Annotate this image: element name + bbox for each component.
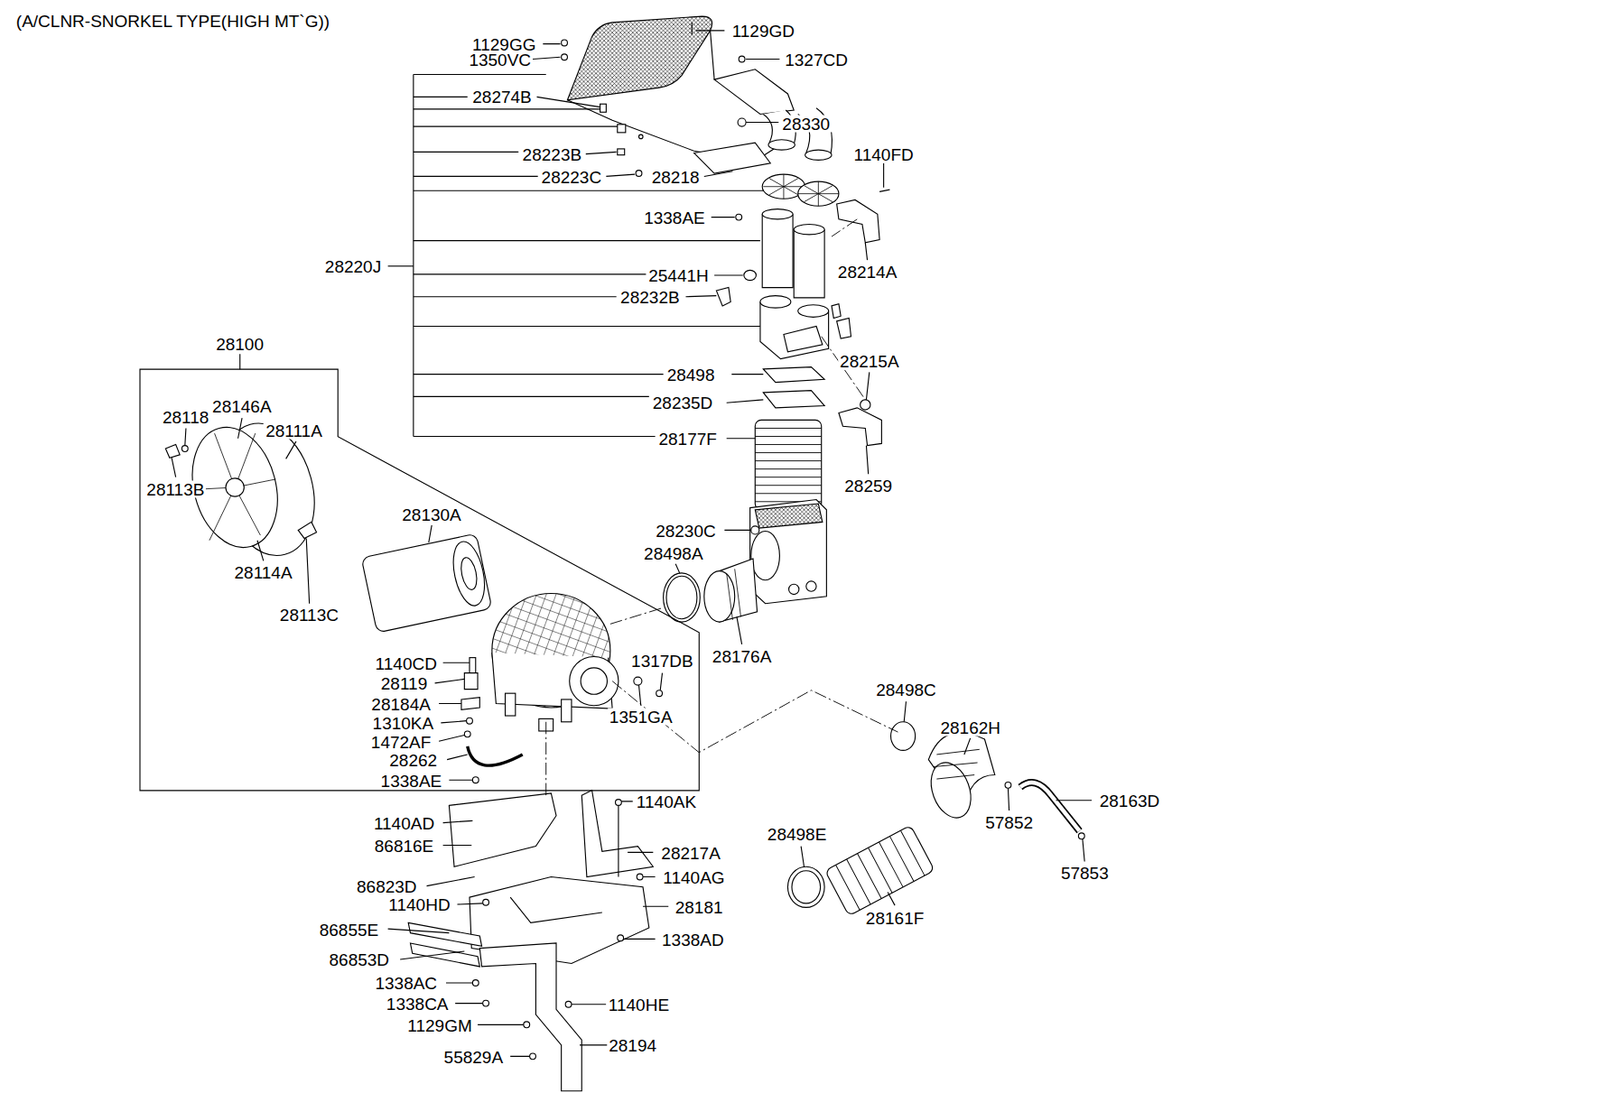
callout-number: 1472AF — [369, 733, 434, 751]
callout-number: 1140CD — [373, 654, 439, 672]
callout-number: 55829A — [442, 1048, 506, 1066]
callout-number: 28161F — [864, 910, 926, 928]
callout-number: 28111A — [263, 421, 325, 439]
callout-number: 28119 — [379, 675, 429, 693]
callout-number: 28162H — [938, 718, 1003, 736]
callout-number: 28114A — [232, 563, 295, 581]
callout-number: 28194 — [606, 1037, 659, 1055]
callout-number: 28113B — [144, 481, 206, 499]
callout-number: 1310KA — [371, 715, 437, 733]
callout-number: 28223B — [520, 145, 585, 163]
callout-number: 1140AG — [660, 868, 726, 886]
callout-number: 1338AD — [660, 930, 726, 949]
callout-number: 28113C — [278, 606, 341, 624]
callout-number: 28100 — [213, 334, 266, 353]
callout-number: 28218 — [650, 167, 702, 186]
callout-number: 28130A — [400, 505, 464, 523]
callout-number: 1129GM — [405, 1016, 474, 1034]
callout-number: 28230C — [653, 521, 718, 540]
diagram-title: (A/CLNR-SNORKEL TYPE(HIGH MT`G)) — [14, 12, 332, 30]
callout-number: 28235D — [651, 394, 716, 412]
leader-line — [239, 353, 241, 370]
callout-number: 86853D — [327, 951, 392, 969]
callout-number: 1338AE — [379, 772, 445, 790]
callout-number: 1140HE — [606, 996, 671, 1014]
callout-number: 28163D — [1097, 792, 1163, 810]
callout-number: 28146A — [210, 397, 274, 415]
callout-number: 1327CD — [782, 50, 850, 68]
callout-number: 25441H — [646, 267, 711, 285]
callout-number: 28177F — [656, 429, 718, 447]
callout-number: 1338AC — [372, 975, 439, 993]
group-outline — [139, 369, 699, 791]
callout-number: 28232B — [618, 288, 682, 306]
callout-number: 28262 — [387, 751, 439, 769]
callout-number: 1129GD — [730, 21, 797, 39]
leader-lines — [171, 30, 1092, 1057]
callout-number: 1140AK — [634, 793, 698, 811]
callout-number: 28217A — [659, 844, 723, 862]
callout-number: 28498C — [874, 680, 939, 698]
callout-number: 28330 — [780, 114, 832, 132]
callout-number: 86816E — [372, 837, 437, 855]
callout-number: 86855E — [317, 920, 382, 939]
callout-number: 28274B — [470, 88, 534, 106]
callout-number: 28214A — [836, 262, 900, 280]
callout-number: 28498A — [641, 544, 706, 562]
callout-number: 1338AE — [641, 208, 707, 226]
callout-number: 86823D — [354, 878, 419, 896]
callout-number: 28118 — [160, 409, 211, 427]
callout-number: 1317DB — [629, 652, 696, 670]
group-bracket — [388, 74, 766, 437]
callout-number: 28498 — [665, 365, 717, 383]
callout-number: 28176A — [710, 647, 774, 665]
callout-number: 1140AD — [372, 814, 437, 832]
callout-number: 57852 — [983, 813, 1035, 831]
callout-number: 1338CA — [384, 995, 451, 1014]
callout-number: 1140FD — [852, 145, 916, 163]
callout-number: 1350VC — [466, 50, 533, 68]
callout-number: 28215A — [837, 353, 902, 371]
callout-number: 1351GA — [607, 708, 675, 726]
callout-number: 57853 — [1059, 865, 1111, 883]
callout-number: 28181 — [673, 898, 726, 916]
callout-number: 28498E — [765, 826, 829, 844]
callout-number: 1140HD — [386, 896, 452, 914]
callout-number: 28184A — [369, 695, 433, 713]
callout-number: 28220J — [323, 257, 383, 275]
callout-number: 28223C — [539, 167, 605, 186]
callout-number: 28259 — [842, 476, 894, 494]
